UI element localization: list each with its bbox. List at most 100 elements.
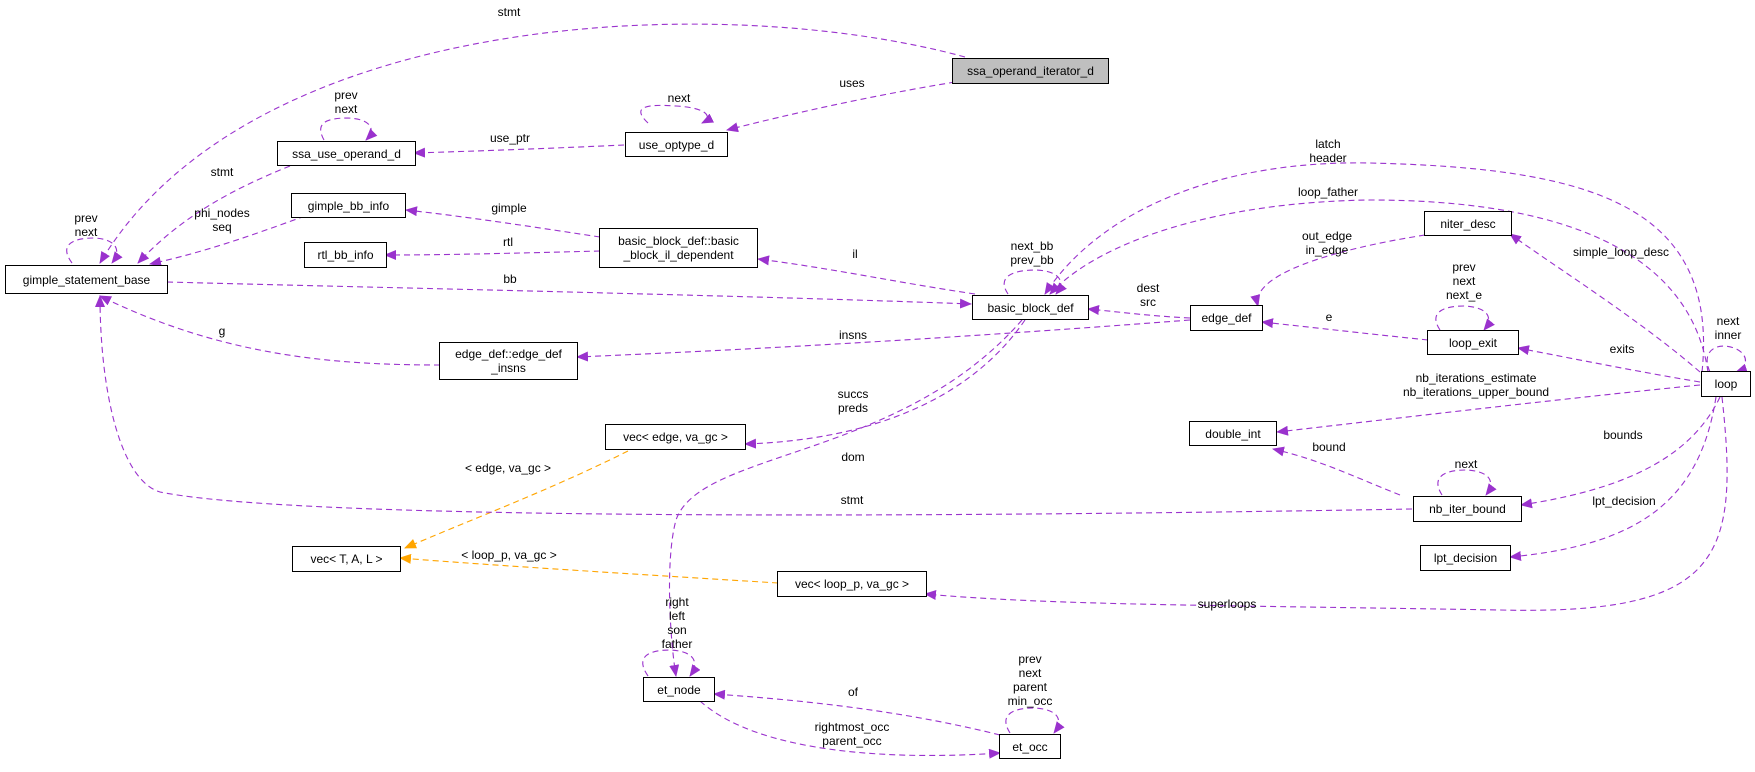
node-rtl-bb-info[interactable]: rtl_bb_info [304, 242, 387, 268]
label-bounds: bounds [1603, 428, 1643, 442]
edge-stmt-nb-iter-to-gimple [95, 295, 1413, 516]
node-basic-block-def[interactable]: basic_block_def [972, 295, 1089, 320]
edge-bounds [1520, 396, 1721, 509]
edge-nb-iter-bound-self [1437, 469, 1497, 496]
label-of: of [847, 685, 859, 699]
label-nb-iterations: nb_iterations_estimate nb_iterations_upp… [1402, 371, 1550, 399]
node-double-int[interactable]: double_int [1189, 421, 1277, 446]
label-phi-nodes-seq: phi_nodes seq [194, 206, 250, 234]
node-loop[interactable]: loop [1701, 371, 1751, 397]
edge-e [1261, 318, 1429, 341]
node-et-node[interactable]: et_node [643, 677, 715, 702]
edge-edge-va-gc [404, 450, 629, 549]
edge-stmt-iterator-to-gimple [99, 23, 966, 264]
edge-use-ptr [413, 144, 625, 158]
label-loop-p-va-gc: < loop_p, va_gc > [461, 548, 557, 562]
label-next-prev-bb: next_bb prev_bb [1010, 239, 1054, 267]
label-succs-preds: succs preds [837, 387, 869, 415]
label-loop-father: loop_father [1297, 185, 1359, 199]
edge-dom [668, 319, 1023, 677]
node-vec-loop-p-va-gc[interactable]: vec< loop_p, va_gc > [777, 571, 927, 597]
node-loop-exit[interactable]: loop_exit [1427, 330, 1519, 355]
node-use-optype-d[interactable]: use_optype_d [625, 132, 728, 157]
edge-g [99, 295, 441, 366]
label-edge-va-gc: < edge, va_gc > [464, 461, 552, 475]
label-dest-src: dest src [1136, 281, 1160, 309]
edge-il [757, 255, 976, 295]
edge-basic-block-self [1003, 269, 1067, 295]
node-gimple-bb-info[interactable]: gimple_bb_info [291, 193, 406, 218]
label-use-ptr: use_ptr [489, 131, 531, 145]
label-gimple: gimple [491, 201, 527, 215]
label-bb: bb [503, 272, 517, 286]
node-ssa-operand-iterator-d[interactable]: ssa_operand_iterator_d [952, 58, 1109, 84]
edge-uses [726, 81, 956, 133]
edge-loop-self-next-inner [1706, 345, 1749, 374]
node-edge-def[interactable]: edge_def [1190, 305, 1263, 331]
edge-nb-iterations [1276, 384, 1701, 436]
node-niter-desc[interactable]: niter_desc [1424, 211, 1512, 236]
label-et-occ-self: prev next parent min_occ [1007, 652, 1053, 708]
edge-loop-p-va-gc [399, 553, 779, 584]
label-et-node-self: right left son father [661, 595, 693, 651]
edge-bound [1272, 446, 1401, 496]
edge-succs-preds [744, 319, 1026, 449]
edge-bb [166, 281, 972, 309]
label-e: e [1325, 310, 1333, 324]
edge-lpt-decision [1509, 396, 1717, 561]
label-il: il [852, 247, 858, 261]
node-vec-T-A-L[interactable]: vec< T, A, L > [292, 546, 401, 572]
label-next-inner: next inner [1714, 314, 1742, 342]
edge-superloops [924, 396, 1728, 611]
edge-gimple-bb-info [405, 206, 601, 238]
label-loop-exit-self: prev next next_e [1445, 260, 1483, 302]
edge-rightmost-parent-occ [699, 700, 1001, 759]
label-next-use-optype: next [667, 91, 691, 105]
edge-of [713, 689, 1001, 736]
label-uses: uses [839, 76, 865, 90]
node-basic-block-il-dependent[interactable]: basic_block_def::basic _block_il_depende… [599, 228, 758, 268]
label-dom: dom [841, 450, 865, 464]
label-stmt-ssa-use: stmt [210, 165, 234, 179]
label-stmt-top: stmt [497, 5, 521, 19]
edge-rtl [384, 249, 601, 260]
edge-loop-father [1049, 199, 1709, 373]
edge-dest-src [1087, 305, 1191, 319]
node-lpt-decision[interactable]: lpt_decision [1420, 545, 1511, 571]
label-simple-loop-desc: simple_loop_desc [1572, 245, 1670, 259]
label-insns: insns [838, 328, 868, 342]
label-latch-header: latch header [1309, 137, 1347, 165]
node-nb-iter-bound[interactable]: nb_iter_bound [1413, 496, 1522, 522]
label-lpt-decision: lpt_decision [1592, 494, 1656, 508]
edge-use-optype-self-next [640, 104, 715, 124]
label-exits: exits [1609, 342, 1635, 356]
node-ssa-use-operand-d[interactable]: ssa_use_operand_d [277, 141, 416, 166]
edge-latch-header [1044, 162, 1705, 373]
edge-stmt-ssa-use-to-gimple [137, 165, 291, 264]
label-bound: bound [1312, 440, 1346, 454]
edge-gimple-self [66, 237, 123, 264]
node-vec-edge-va-gc[interactable]: vec< edge, va_gc > [605, 424, 746, 450]
node-edge-def-insns[interactable]: edge_def::edge_def _insns [439, 342, 578, 380]
label-rightmost-parent-occ: rightmost_occ parent_occ [814, 720, 890, 748]
edge-et-occ-self [1005, 707, 1065, 734]
edge-exits [1517, 345, 1701, 383]
label-rtl: rtl [503, 235, 513, 249]
edge-phi-nodes-seq [149, 215, 306, 267]
label-next-nb-iter: next [1454, 457, 1478, 471]
edge-et-node-self [642, 649, 701, 677]
edge-loop-exit-self [1435, 305, 1495, 331]
edge-insns [576, 319, 1191, 362]
node-gimple-statement-base[interactable]: gimple_statement_base [5, 265, 168, 294]
label-superloops: superloops [1197, 597, 1257, 611]
label-g: g [218, 324, 226, 338]
edge-out-in-edge [1250, 234, 1426, 307]
label-prev-next-ssa-use: prev next [334, 88, 358, 116]
label-out-in-edge: out_edge in_edge [1301, 229, 1353, 257]
edge-simple-loop-desc [1509, 233, 1701, 373]
node-et-occ[interactable]: et_occ [999, 734, 1061, 759]
edge-ssa-use-self [320, 117, 378, 141]
label-stmt-nb-iter: stmt [840, 493, 864, 507]
